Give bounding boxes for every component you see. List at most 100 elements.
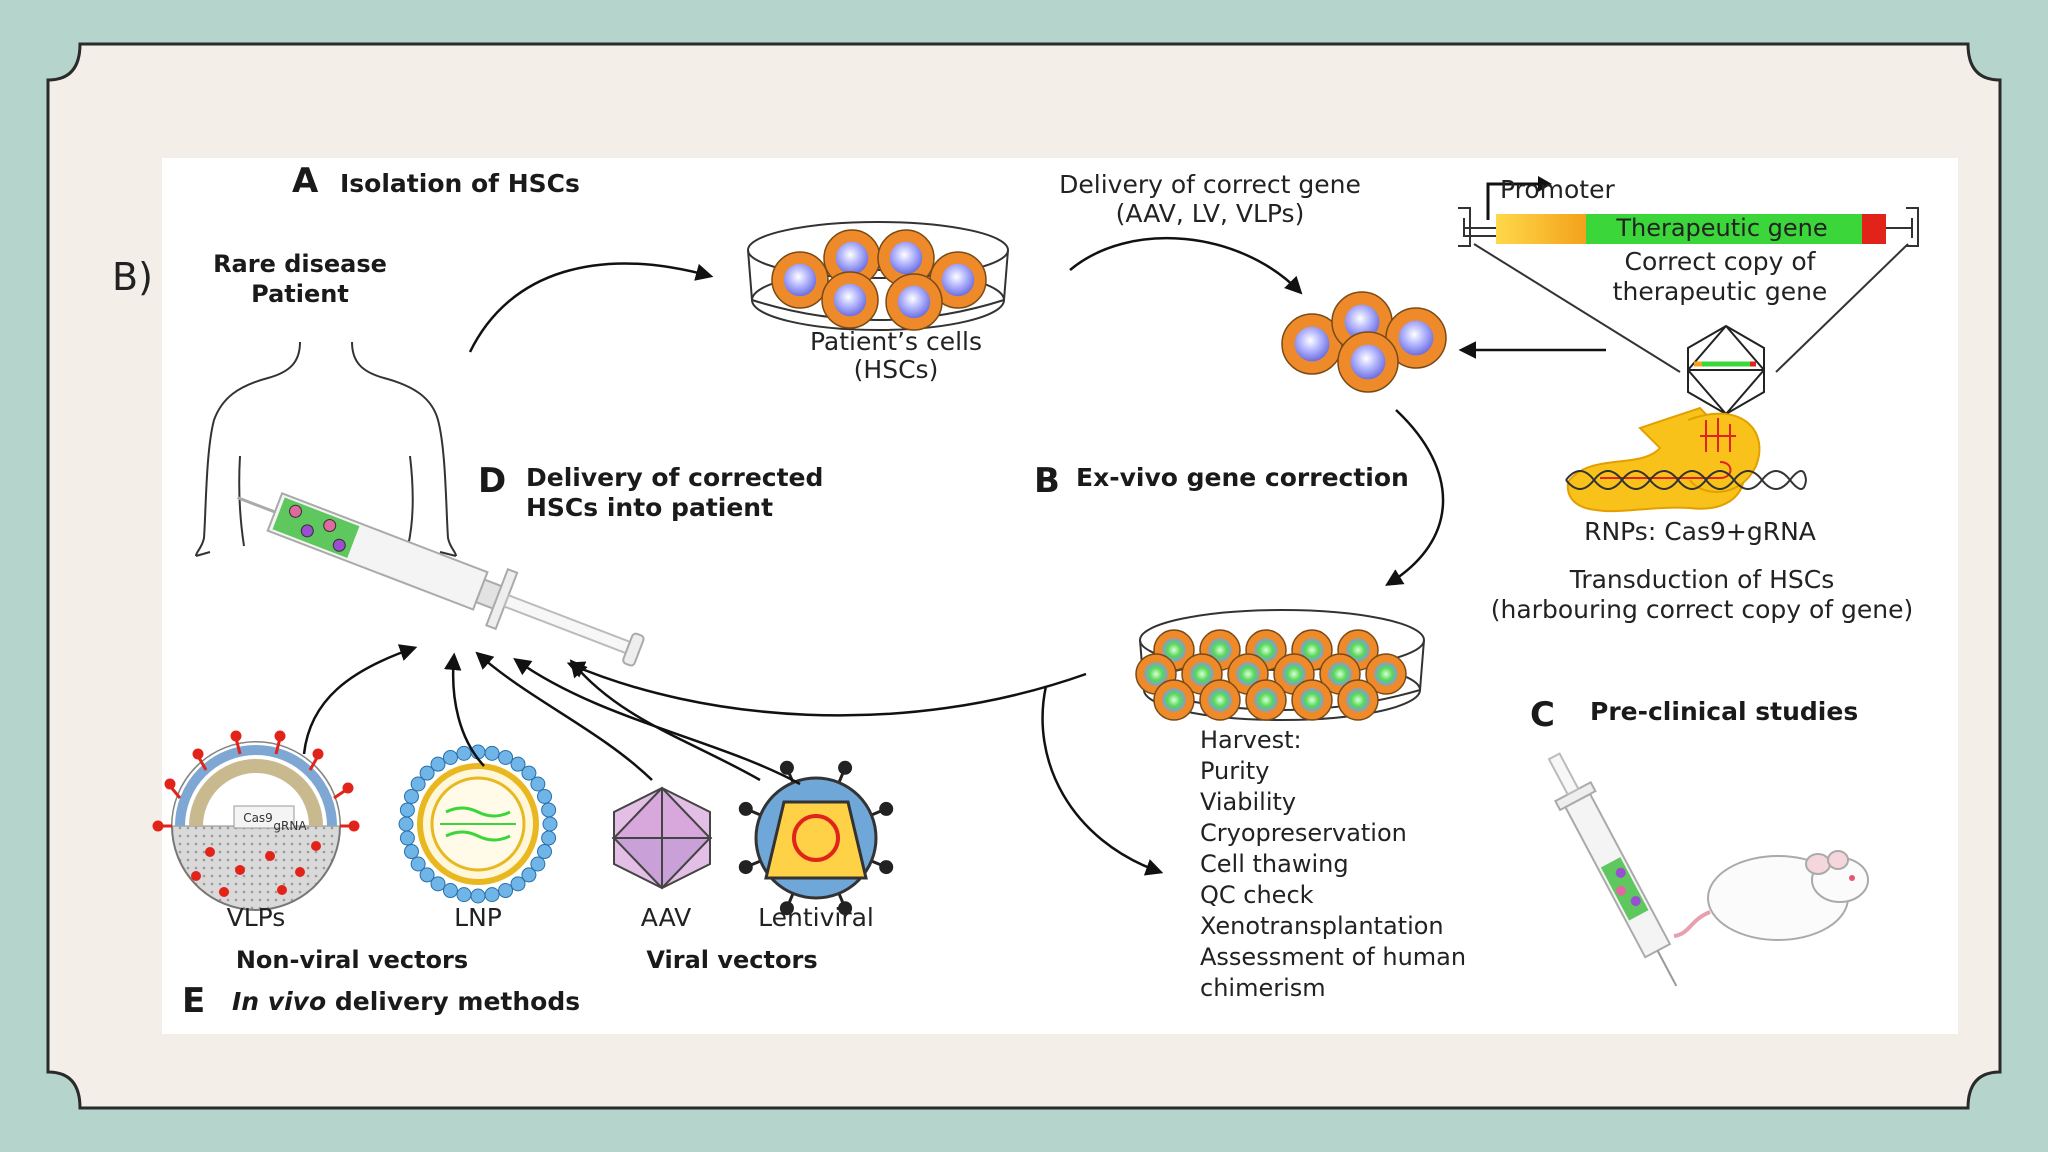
lipid-bead bbox=[541, 802, 557, 818]
lipid-bead bbox=[419, 867, 435, 883]
arrow-lnp bbox=[444, 652, 485, 767]
envelope-spike bbox=[837, 892, 853, 916]
lipid-bead bbox=[510, 756, 526, 772]
section-c-letter: C bbox=[1530, 695, 1555, 735]
lipid-bead bbox=[521, 867, 537, 883]
arrow-aav bbox=[475, 651, 653, 781]
cell-icon bbox=[1245, 679, 1287, 721]
arrow-harvest-to-patient bbox=[566, 661, 1087, 717]
cell-icon bbox=[1337, 331, 1399, 393]
lipid-bead bbox=[419, 765, 435, 781]
lipid-bead bbox=[403, 788, 419, 804]
section-e-rest: delivery methods bbox=[326, 987, 580, 1016]
cell-icon bbox=[877, 229, 935, 287]
delivery-label-line2: (AAV, LV, VLPs) bbox=[1116, 199, 1305, 228]
section-a-letter: A bbox=[292, 161, 319, 201]
lipid-bead bbox=[537, 788, 553, 804]
harvest-list: Harvest: PurityViabilityCryopreservationC… bbox=[1200, 726, 1466, 1002]
vlp-label: VLPs bbox=[227, 903, 286, 932]
envelope-spike bbox=[870, 801, 894, 817]
lipid-bead bbox=[498, 749, 514, 765]
harvest-item: Purity bbox=[1200, 757, 1269, 785]
lipid-bead bbox=[537, 844, 553, 860]
transduction-line2: (harbouring correct copy of gene) bbox=[1491, 595, 1914, 624]
aav-label: AAV bbox=[641, 903, 691, 932]
lipid-bead bbox=[541, 830, 557, 846]
section-b-letter: B bbox=[1034, 461, 1060, 501]
lipid-bead bbox=[530, 856, 546, 872]
construct-caption-line2: therapeutic gene bbox=[1613, 277, 1828, 306]
lipid-bead bbox=[542, 816, 558, 832]
vlp-icon: Cas9 gRNA bbox=[152, 730, 360, 911]
lipid-bead bbox=[510, 876, 526, 892]
harvest-item: Assessment of human bbox=[1200, 943, 1466, 971]
envelope-spike bbox=[870, 859, 894, 875]
section-d-line2: HSCs into patient bbox=[526, 493, 773, 522]
delivery-label-line1: Delivery of correct gene bbox=[1059, 170, 1361, 199]
patient-label-line2: Patient bbox=[251, 280, 349, 308]
envelope-spike bbox=[779, 892, 795, 916]
harvest-item: Cell thawing bbox=[1200, 850, 1349, 878]
lipid-bead bbox=[470, 888, 486, 904]
harvest-item: chimerism bbox=[1200, 974, 1326, 1002]
construct-caption-line1: Correct copy of bbox=[1625, 247, 1817, 276]
cell-icon bbox=[1365, 653, 1407, 695]
lnp-label: LNP bbox=[454, 903, 502, 932]
lipid-bead bbox=[410, 776, 426, 792]
cell-icon bbox=[821, 271, 879, 329]
figure-label: B) bbox=[112, 255, 153, 299]
cells-label-line1: Patient’s cells bbox=[810, 327, 982, 356]
corrected-cells-group bbox=[1135, 629, 1407, 721]
aav-vector-icon bbox=[611, 786, 713, 890]
lenti-label: Lentiviral bbox=[758, 903, 874, 932]
arrow-lenti-2 bbox=[569, 659, 761, 782]
arrow-patient-to-dish bbox=[468, 262, 714, 353]
arrow-cells-to-harvest bbox=[1385, 409, 1445, 586]
lipid-bead bbox=[430, 756, 446, 772]
patient-label-line1: Rare disease bbox=[213, 250, 387, 278]
viral-label: Viral vectors bbox=[646, 946, 817, 974]
cell-icon bbox=[1385, 307, 1447, 369]
section-d-letter: D bbox=[478, 461, 506, 501]
section-e-italic: In vivo bbox=[232, 987, 326, 1016]
vlp-grna-label: gRNA bbox=[273, 819, 307, 833]
nonviral-label: Non-viral vectors bbox=[236, 946, 468, 974]
harvest-item: Cryopreservation bbox=[1200, 819, 1407, 847]
vlp-cas9-label: Cas9 bbox=[243, 811, 273, 825]
lipid-bead bbox=[442, 883, 458, 899]
lipid-bead bbox=[484, 887, 500, 903]
petri-dish-patient-cells bbox=[747, 221, 1009, 331]
lnp-icon bbox=[398, 744, 558, 904]
section-b-title: Ex-vivo gene correction bbox=[1076, 463, 1409, 492]
lipid-bead bbox=[442, 749, 458, 765]
cell-icon bbox=[1281, 313, 1343, 375]
lipid-bead bbox=[521, 765, 537, 781]
section-d-line1: Delivery of corrected bbox=[526, 463, 823, 492]
promoter-label: Promoter bbox=[1500, 175, 1615, 204]
harvest-item: Xenotransplantation bbox=[1200, 912, 1444, 940]
lipid-bead bbox=[484, 745, 500, 761]
flow-arrows bbox=[302, 236, 1445, 876]
cell-icon bbox=[1153, 629, 1195, 671]
arrow-dish-to-harvest-list bbox=[1041, 685, 1164, 876]
lentiviral-icon bbox=[738, 760, 894, 916]
section-c-title: Pre-clinical studies bbox=[1590, 697, 1858, 726]
harvest-item: Viability bbox=[1200, 788, 1296, 816]
lipid-bead bbox=[430, 876, 446, 892]
lipid-bead bbox=[398, 816, 414, 832]
envelope-spike bbox=[738, 859, 762, 875]
lipid-bead bbox=[530, 776, 546, 792]
rnp-cas9-icon bbox=[1565, 406, 1807, 513]
section-a-title: Isolation of HSCs bbox=[340, 169, 580, 198]
cells-label-line2: (HSCs) bbox=[854, 355, 939, 384]
harvest-item: QC check bbox=[1200, 881, 1314, 909]
lipid-bead bbox=[456, 887, 472, 903]
cell-icon bbox=[1199, 679, 1241, 721]
harvest-item: Harvest: bbox=[1200, 726, 1302, 754]
patient-cells-group bbox=[771, 229, 987, 331]
cell-icon bbox=[1337, 679, 1379, 721]
envelope-spike bbox=[738, 801, 762, 817]
lipid-bead bbox=[399, 830, 415, 846]
lipid-bead bbox=[456, 745, 472, 761]
